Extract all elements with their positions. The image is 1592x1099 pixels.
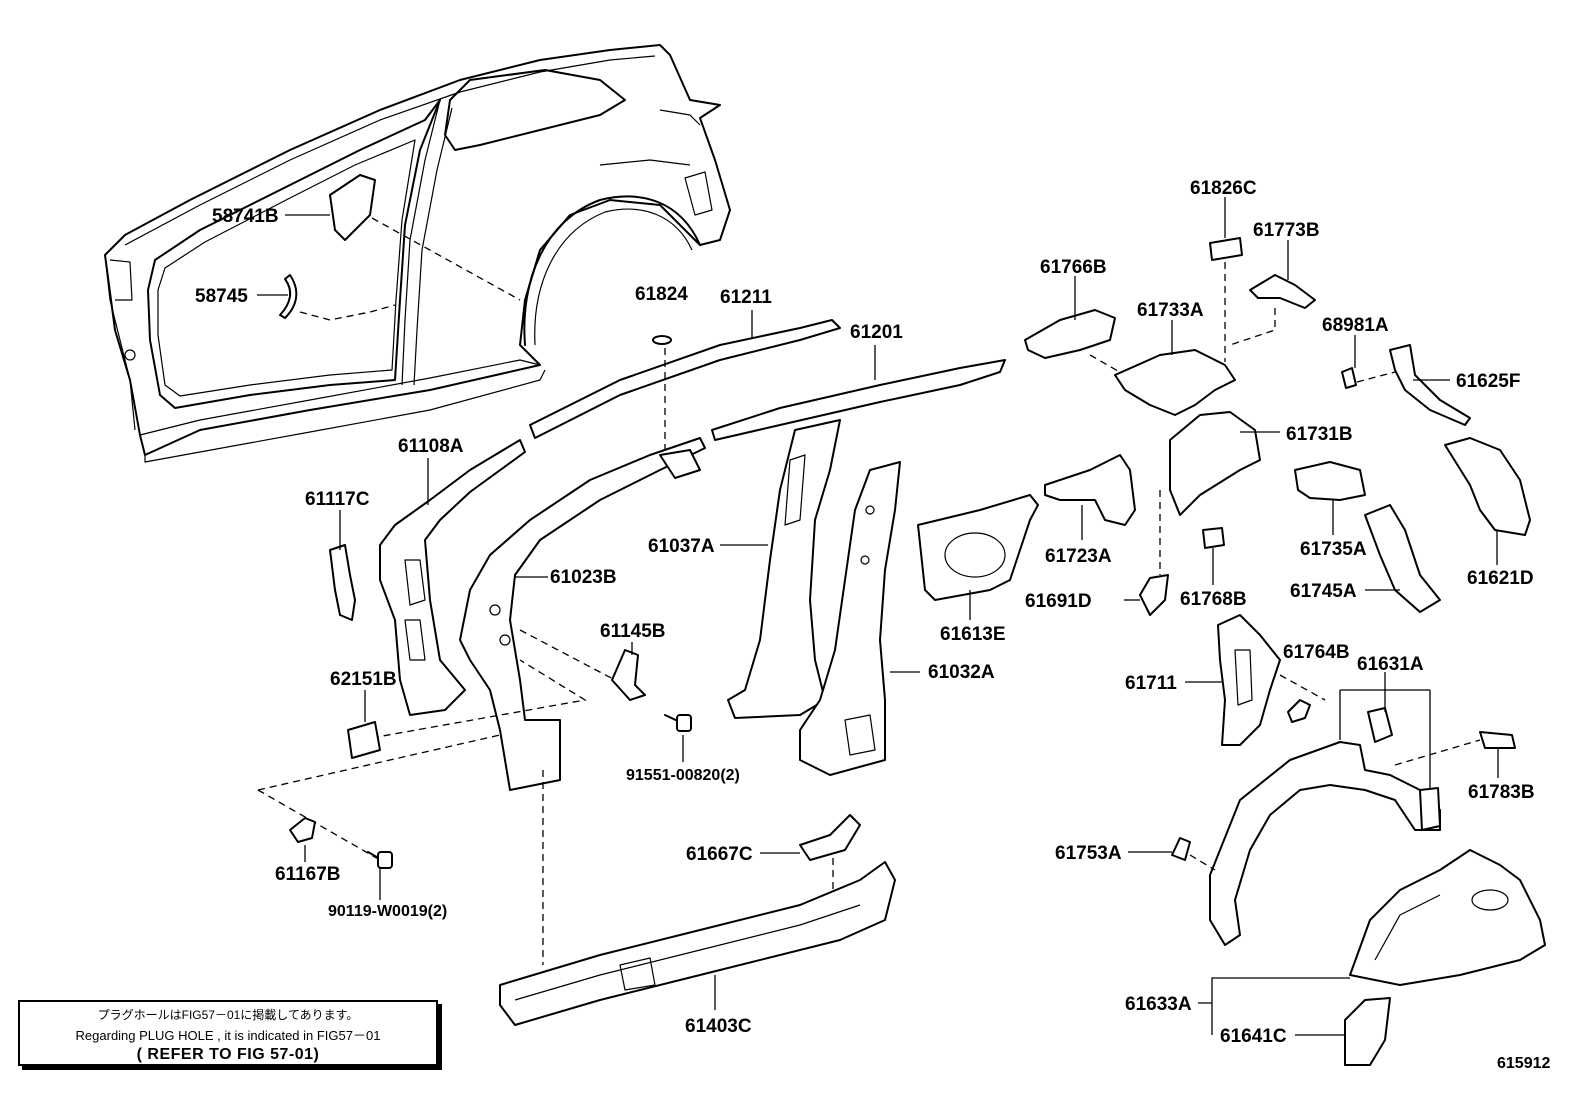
label-61711: 61711: [1125, 673, 1177, 694]
label-61631a: 61631A: [1357, 654, 1424, 675]
label-61145b: 61145B: [600, 621, 666, 642]
label-61766b: 61766B: [1040, 257, 1107, 278]
label-61723a: 61723A: [1045, 546, 1112, 567]
part-91551-shape: [664, 714, 692, 732]
part-61201-shape: [711, 359, 1006, 441]
part-61733a-shape: [1114, 349, 1236, 416]
part-61211-shape: [529, 319, 841, 439]
label-61037a: 61037A: [648, 536, 715, 557]
label-61783b: 61783B: [1468, 782, 1535, 803]
label-61167b: 61167B: [275, 864, 341, 885]
part-61753a-shape: [1171, 837, 1191, 861]
label-61211: 61211: [720, 287, 772, 308]
part-62151b-shape: [347, 721, 381, 759]
connector-61145b: [519, 629, 616, 681]
part-61691d-shape: [1139, 574, 1169, 616]
label-61117c: 61117C: [305, 489, 370, 510]
label-91551: 91551-00820(2): [626, 767, 740, 784]
label-61745a: 61745A: [1290, 581, 1357, 602]
label-61403c: 61403C: [685, 1016, 752, 1037]
label-61753a: 61753A: [1055, 843, 1122, 864]
label-61032a: 61032A: [928, 662, 995, 683]
part-61613e-shape: [917, 494, 1039, 601]
label-61641c: 61641C: [1220, 1026, 1287, 1047]
label-61768b: 61768B: [1180, 589, 1247, 610]
label-61731b: 61731B: [1286, 424, 1353, 445]
part-61745a-shape: [1364, 504, 1441, 613]
figure-id: 615912: [1497, 1055, 1551, 1072]
part-61768b-shape: [1202, 527, 1225, 549]
label-61613e: 61613E: [940, 624, 1006, 645]
label-61773b: 61773B: [1253, 220, 1320, 241]
part-58745-shape: [279, 274, 298, 319]
part-61108a-shape: [379, 439, 526, 716]
part-61037a-shape: [727, 419, 841, 719]
part-61667c-shape: [799, 814, 861, 861]
connector-61753a: [1189, 854, 1216, 871]
part-61145b-shape: [611, 649, 646, 701]
label-58745: 58745: [195, 286, 248, 307]
part-61641c-shape: [1344, 997, 1391, 1066]
part-90119-shape: [367, 851, 393, 869]
label-61733a: 61733A: [1137, 300, 1204, 321]
label-68981a: 68981A: [1322, 315, 1389, 336]
part-61735a-shape: [1294, 461, 1366, 501]
part-61764b-shape: [1287, 699, 1311, 723]
label-61023b: 61023B: [550, 567, 617, 588]
connector-58745: [299, 304, 396, 321]
label-61826c: 61826C: [1190, 178, 1257, 199]
note-reference: ( REFER TO FIG 57-01): [136, 1046, 320, 1063]
connector-61764b: [1279, 674, 1326, 701]
leader-lines: [257, 197, 1499, 1036]
part-61783b-shape: [1479, 731, 1516, 749]
label-61764b: 61764B: [1283, 642, 1350, 663]
part-61117c-shape: [329, 544, 356, 621]
reference-note: プラグホールはFIG57－01に掲載してあります。 Regarding PLUG…: [18, 1000, 438, 1066]
part-61731b-shape: [1169, 411, 1261, 516]
part-61621d-shape: [1444, 437, 1531, 536]
part-61167b-shape: [289, 817, 316, 843]
connector-61167b-b: [257, 789, 381, 861]
part-61723a-shape: [1044, 454, 1136, 526]
part-61023b-shape: [459, 437, 706, 791]
label-58741b: 58741B: [212, 206, 279, 227]
connector-61773b: [1229, 308, 1276, 346]
part-61633a-shape: [1349, 849, 1546, 986]
part-61032a-shape: [799, 461, 901, 776]
part-61766b-shape: [1024, 309, 1116, 359]
note-english: Regarding PLUG HOLE , it is indicated in…: [75, 1028, 381, 1043]
label-90119: 90119-W0019(2): [328, 903, 447, 920]
label-61201: 61201: [850, 322, 903, 343]
label-61633a: 61633A: [1125, 994, 1192, 1015]
connector-58741b: [371, 217, 521, 301]
label-61735a: 61735A: [1300, 539, 1367, 560]
label-61667c: 61667C: [686, 844, 753, 865]
part-61711-shape: [1217, 614, 1281, 746]
connector-62151b: [359, 659, 587, 741]
label-62151b: 62151B: [330, 669, 397, 690]
label-61824: 61824: [635, 284, 688, 305]
connector-68981a: [1356, 371, 1396, 383]
label-61621d: 61621D: [1467, 568, 1534, 589]
part-61631a-shape: [1209, 707, 1441, 946]
part-61625f-shape: [1389, 344, 1471, 426]
label-61691d: 61691D: [1025, 591, 1092, 612]
connector-61783b: [1394, 739, 1481, 766]
part-68981a-shape: [1341, 367, 1357, 389]
part-61403c-shape: [499, 861, 896, 1026]
connector-61167b-a: [257, 734, 501, 791]
part-61773b-shape: [1249, 274, 1316, 309]
part-58741b-shape: [329, 174, 376, 241]
part-61826c-shape: [1209, 237, 1243, 261]
label-61108a: 61108A: [398, 436, 464, 457]
connector-61766b: [1089, 354, 1126, 376]
part-labels: 58741B 58745 61824 61211 61201 61108A 61…: [195, 178, 1535, 1047]
part-61824-shape: [652, 335, 672, 345]
note-japanese: プラグホールはFIG57－01に掲載してあります。: [97, 1008, 359, 1022]
label-61625f: 61625F: [1456, 371, 1520, 392]
body-side-outer-panel: [104, 44, 731, 463]
